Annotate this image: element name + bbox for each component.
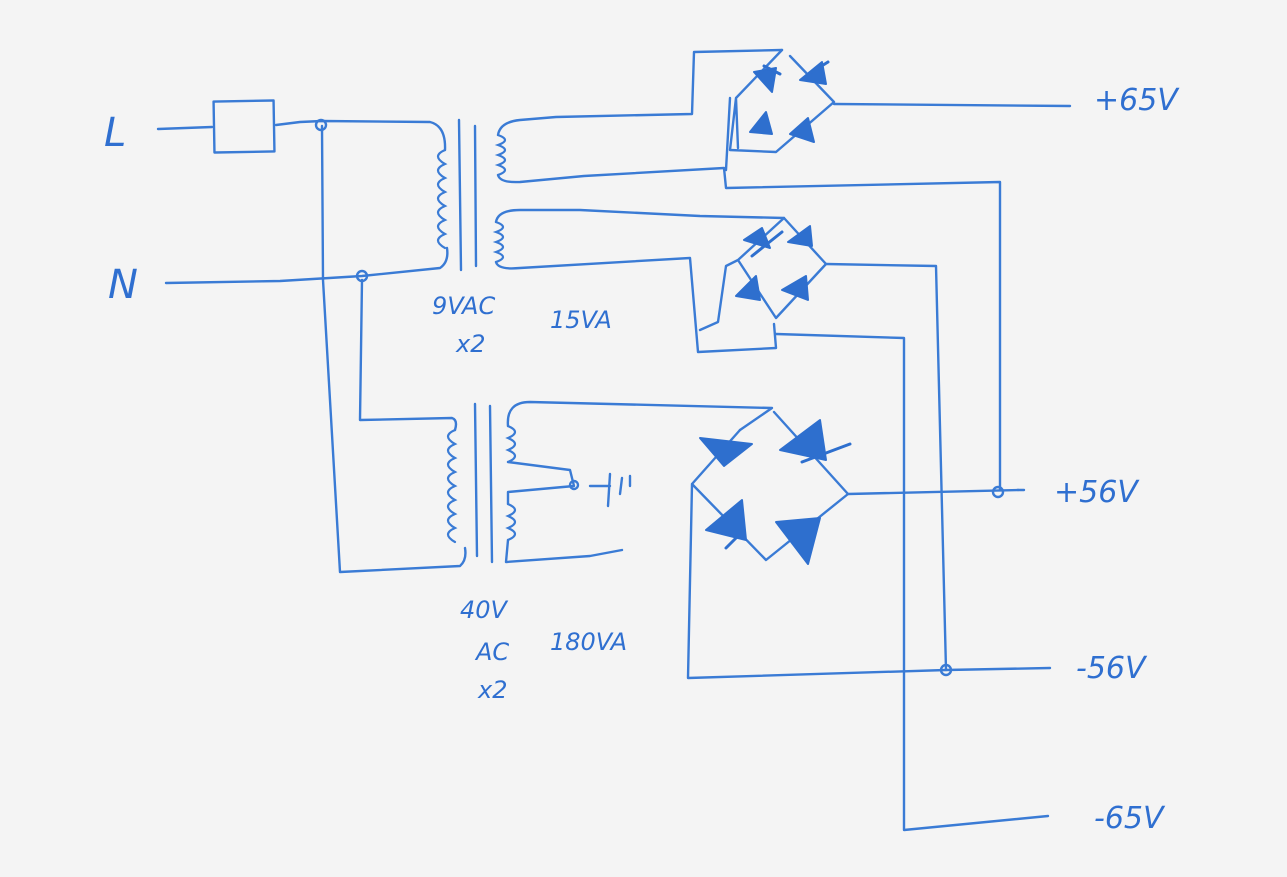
label-big-rating: 180VA: [550, 628, 627, 656]
diode-bar-1: [762, 64, 782, 76]
small-secondary-1-coil: [494, 133, 507, 177]
neutral-wire: [164, 246, 449, 285]
diode-1d: [789, 117, 815, 143]
bridge-rectifier-2: [698, 216, 1050, 832]
label-neutral-in: N: [108, 262, 138, 308]
bridge-rectifier-1: [724, 48, 1072, 172]
label-out-pos56: +56V: [1054, 475, 1140, 510]
center-tap-node: [568, 479, 580, 491]
small-core-right: [473, 124, 478, 268]
diode-2c: [735, 275, 761, 301]
pos56-junction: [991, 485, 1005, 499]
neutral-junction: [355, 269, 369, 283]
bridge-3-outline: [686, 410, 1052, 680]
label-small-rating: 15VA: [550, 306, 612, 334]
mains-input: [156, 99, 467, 574]
bridge-rectifier-3: [686, 410, 1052, 680]
small-secondary-2-bottom: [494, 256, 778, 354]
diode-1a: [753, 67, 777, 93]
bridge-2-outline: [698, 216, 828, 332]
diode-3a: [699, 437, 753, 467]
small-primary-coil: [436, 148, 448, 250]
bridge-1-output: [832, 102, 1072, 108]
small-transformer: [436, 48, 1002, 492]
line-rail: [320, 124, 467, 574]
small-secondary-2-top: [494, 208, 786, 224]
diode-bar-4: [800, 442, 852, 464]
diode-2d: [781, 275, 809, 301]
small-secondary-2-coil: [492, 220, 505, 264]
diode-2a: [743, 227, 771, 249]
ground-symbol: [588, 472, 632, 508]
big-core-right: [488, 404, 494, 564]
big-secondary-bottom: [504, 538, 624, 564]
diode-3d: [775, 517, 821, 565]
diode-bar-3: [750, 230, 784, 258]
bridge-1-outline: [728, 48, 836, 154]
label-out-pos65: +65V: [1094, 83, 1180, 118]
neg56-junction: [939, 663, 953, 677]
big-secondary-top: [506, 400, 774, 432]
label-line-in: L: [104, 110, 126, 156]
label-out-neg65: -65V: [1094, 801, 1166, 836]
label-out-neg56: -56V: [1076, 651, 1148, 686]
label-big-voltage: 40V: [460, 596, 509, 624]
bridge-1-side: [724, 96, 732, 172]
label-big-count: x2: [477, 676, 507, 704]
diode-1c: [749, 111, 773, 135]
diode-bar-5: [724, 528, 746, 550]
label-big-ac: AC: [474, 638, 509, 666]
big-secondary-1-coil: [505, 424, 517, 464]
label-small-count: x2: [455, 330, 485, 358]
big-secondary-2-coil: [505, 502, 517, 542]
line-wire: [156, 119, 447, 152]
diode-bar-2: [810, 60, 830, 74]
small-secondary-1-bottom: [496, 166, 1002, 492]
small-secondary-1-top: [496, 48, 784, 137]
neutral-rail: [358, 278, 458, 432]
diode-3b: [779, 419, 827, 461]
big-primary-coil: [446, 428, 458, 544]
fuse: [212, 99, 276, 154]
diode-2b: [787, 225, 813, 247]
big-secondary-center: [506, 460, 576, 506]
big-core-left: [473, 402, 479, 558]
bridge-2-output: [824, 262, 948, 672]
bridge-2-neg: [774, 332, 1050, 832]
label-small-voltage: 9VAC: [432, 292, 495, 320]
big-transformer: [446, 400, 774, 564]
diode-3c: [705, 499, 747, 541]
bridge-3-output: [846, 488, 1020, 496]
line-junction: [314, 118, 328, 132]
small-core-left: [457, 118, 463, 272]
